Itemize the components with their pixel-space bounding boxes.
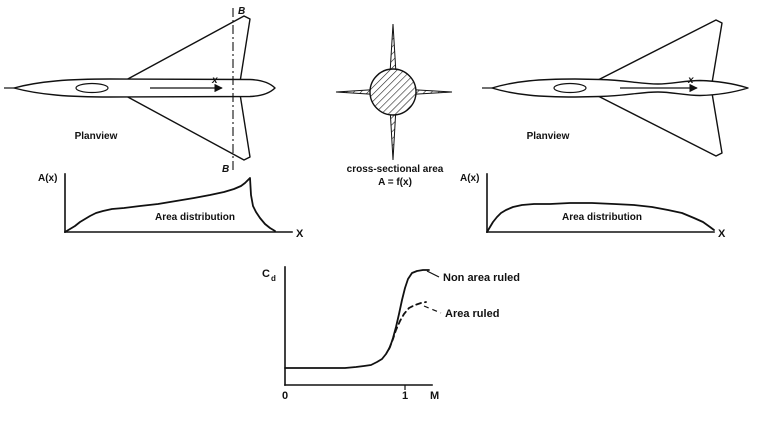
section-label-bottom: B <box>222 164 229 175</box>
right-aircraft-planview: x Planview <box>482 19 749 157</box>
x-arrow-label: x <box>687 75 694 86</box>
right-area-plot: A(x) X Area distribution <box>460 173 726 240</box>
left-area-plot: A(x) X Area distribution <box>38 173 304 240</box>
area-distribution-annotation: Area distribution <box>155 212 235 223</box>
cd-label-main: C <box>262 268 270 280</box>
mach-0-tick-label: 0 <box>282 390 288 402</box>
area-ruled-leader <box>423 305 442 314</box>
non-area-ruled-label: Non area ruled <box>443 272 520 284</box>
canopy-outline <box>553 82 587 94</box>
x-arrow-label: x <box>211 75 218 86</box>
y-axis-label: A(x) <box>38 173 57 184</box>
x-axis-label: X <box>296 228 304 240</box>
canopy-outline <box>75 82 109 94</box>
cross-section-caption-line1: cross-sectional area <box>347 164 444 175</box>
section-label-top: B <box>238 6 245 17</box>
fuselage-section-circle <box>369 68 417 116</box>
cd-label-subscript: d <box>271 274 276 283</box>
mach-1-tick-label: 1 <box>402 390 408 402</box>
fuselage-outline <box>13 78 276 98</box>
left-planview-caption: Planview <box>75 131 118 142</box>
right-planview-caption: Planview <box>527 131 570 142</box>
y-axis-label: A(x) <box>460 173 479 184</box>
x-axis-label: X <box>718 228 726 240</box>
area-distribution-annotation: Area distribution <box>562 212 642 223</box>
area-distribution-curve <box>486 202 715 233</box>
non-area-ruled-curve <box>284 269 430 369</box>
area-ruled-curve <box>388 301 427 350</box>
non-area-ruled-leader <box>426 270 440 278</box>
area-distribution-curve <box>64 177 276 233</box>
left-aircraft-planview: x B B Planview <box>4 6 276 175</box>
drag-plot: C d 0 1 M Non area ruled Area ruled <box>262 266 520 402</box>
cross-section-view: cross-sectional area A = f(x) <box>335 23 453 188</box>
mach-axis-label: M <box>430 390 439 402</box>
area-ruled-label: Area ruled <box>445 308 499 320</box>
cross-section-caption-line2: A = f(x) <box>378 177 412 188</box>
